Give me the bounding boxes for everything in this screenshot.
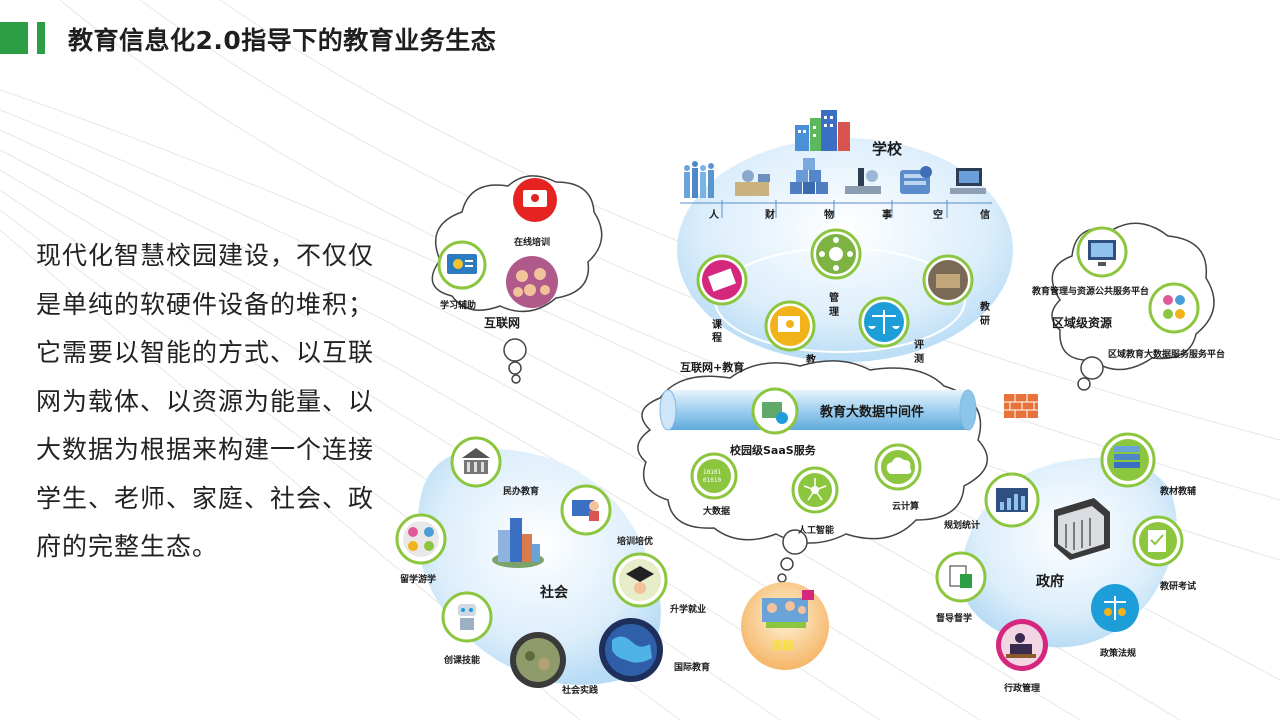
training-label: 培训培优 — [617, 535, 653, 547]
planning-stats-icon — [986, 474, 1038, 526]
firewall-icon — [1004, 394, 1038, 418]
page-title: 教育信息化2.0指导下的教育业务生态 — [68, 21, 496, 57]
education-ecosystem-diagram: 学校 — [380, 95, 1280, 720]
internet-title: 互联网 — [484, 316, 520, 330]
curriculum-label-1: 课 — [712, 318, 723, 331]
teaching-research-label-1: 教 — [979, 300, 991, 313]
research-exams-icon — [1134, 517, 1182, 565]
evaluation-label-1: 评 — [914, 338, 924, 351]
maker-skills-label: 创课技能 — [443, 654, 480, 666]
further-study-label: 升学就业 — [670, 603, 706, 615]
cloud-label: 云计算 — [892, 500, 919, 512]
people-icon — [684, 161, 714, 198]
private-education-icon — [452, 438, 500, 486]
study-abroad-label: 留学游学 — [400, 573, 436, 585]
textbooks-icon — [1102, 434, 1154, 486]
resource-label-space: 空 — [933, 208, 943, 221]
robot-icon — [443, 593, 491, 641]
middleware-pipe — [660, 390, 976, 430]
middleware-title: 教育大数据中间件 — [819, 404, 924, 420]
title-accent-bar — [0, 22, 28, 54]
learning-aid-label: 学习辅助 — [440, 299, 476, 311]
supervision-label: 督导督学 — [936, 612, 972, 624]
resource-label-affairs: 事 — [882, 208, 892, 221]
monitor-icon — [1078, 228, 1126, 276]
school-bubble: 学校 — [677, 110, 1013, 380]
cloud-computing-icon — [876, 445, 920, 489]
resource-label-materials: 物 — [824, 208, 834, 221]
internet-cloud: 在线培训 学习辅助 互联网 — [432, 176, 601, 383]
society-title: 社会 — [539, 584, 569, 601]
policies-icon — [1091, 584, 1139, 632]
body-text: 现代化智慧校园建设，不仅仅是单纯的软硬件设备的堆积；它需要以智能的方式、以互联网… — [36, 232, 386, 572]
bigdata-platform-label: 区域教育大数据服务服务平台 — [1108, 348, 1225, 360]
ai-network-icon — [793, 468, 837, 512]
title-accent-bar-thin — [37, 22, 45, 54]
textbooks-label: 教材教辅 — [1159, 485, 1196, 497]
teaching-research-label-2: 研 — [980, 315, 990, 327]
private-education-label: 民办教育 — [503, 485, 539, 497]
international-education-label: 国际教育 — [674, 661, 710, 673]
bigdata-platform-icon — [1150, 284, 1198, 332]
online-training-icon — [513, 178, 557, 222]
graduation-icon — [614, 554, 666, 606]
server-icon — [900, 166, 932, 194]
resource-label-finance: 财 — [764, 208, 775, 221]
family-title: 家庭 — [772, 638, 794, 652]
school-title: 学校 — [872, 140, 903, 158]
public-platform-label: 教育管理与资源公共服务平台 — [1031, 285, 1149, 297]
training-icon — [562, 486, 610, 534]
supervision-icon — [937, 553, 985, 601]
family-bubble: 家庭 — [741, 582, 829, 670]
resource-label-people: 人 — [709, 208, 720, 221]
regional-cloud: 教育管理与资源公共服务平台 区域级资源 区域教育大数据服务服务平台 — [1031, 223, 1225, 390]
administration-icon — [996, 619, 1048, 671]
management-label-2: 理 — [829, 306, 839, 318]
research-exams-label: 教研考试 — [1159, 580, 1196, 592]
regional-title: 区域级资源 — [1052, 315, 1112, 330]
curriculum-label-2: 程 — [712, 331, 722, 344]
social-practice-icon — [510, 632, 566, 688]
building-icon — [795, 110, 850, 151]
government-title: 政府 — [1036, 573, 1064, 590]
management-label-1: 管 — [829, 291, 839, 304]
bigdata-icon: 10101 01010 — [692, 454, 736, 498]
users-circle-icon — [506, 256, 558, 308]
binary-text-1: 10101 — [703, 469, 721, 476]
saas-label: 校园级SaaS服务 — [730, 443, 817, 457]
binary-text-2: 01010 — [703, 477, 721, 484]
policies-label: 政策法规 — [1100, 647, 1136, 659]
planning-stats-label: 规划统计 — [944, 519, 980, 531]
study-abroad-icon — [397, 515, 445, 563]
ai-label: 人工智能 — [797, 524, 834, 536]
social-practice-label: 社会实践 — [561, 684, 598, 696]
internet-plus-education-label: 互联网+教育 — [680, 360, 744, 374]
evaluation-label-2: 测 — [914, 352, 924, 365]
middleware-center-icon — [753, 389, 797, 433]
bigdata-label: 大数据 — [703, 505, 730, 517]
globe-icon — [599, 618, 663, 682]
online-training-label: 在线培训 — [514, 236, 550, 248]
learning-aid-icon — [439, 242, 485, 288]
resource-label-info: 信 — [980, 208, 990, 221]
administration-label: 行政管理 — [1003, 682, 1040, 694]
